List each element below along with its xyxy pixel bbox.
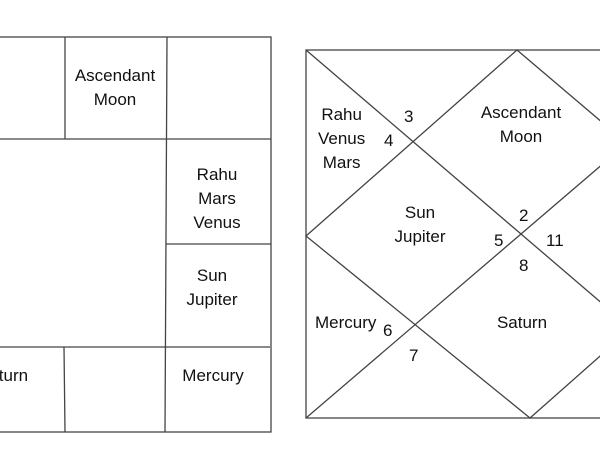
- sign-number: 3: [404, 107, 414, 126]
- right-house-center-left: Sun Jupiter: [394, 201, 445, 249]
- right-house-bottom: Saturn: [497, 311, 547, 335]
- planet-label: Ascendant: [74, 66, 156, 85]
- planet-label: Rahu: [196, 165, 238, 184]
- planet-label: Moon: [93, 90, 137, 109]
- sign-number: 8: [519, 256, 529, 275]
- planet-label: Rahu: [321, 105, 362, 124]
- planet-label: Mercury: [182, 366, 244, 385]
- planet-label: Jupiter: [394, 227, 446, 246]
- right-chart-border: [305, 49, 600, 419]
- left-chart-border: [0, 36, 272, 433]
- left-house-right-middle: Sun Jupiter: [186, 264, 237, 312]
- planet-label: Sun: [196, 266, 228, 285]
- planet-label: Saturn: [496, 313, 548, 332]
- planet-label: Venus: [193, 213, 241, 232]
- left-house-bottom-right: Mercury: [182, 364, 243, 388]
- left-house-top-middle: Ascendant Moon: [75, 64, 155, 112]
- sign-number: 7: [409, 346, 419, 365]
- planet-label: Ascendant: [480, 103, 562, 122]
- planet-label: Mercury: [315, 313, 377, 332]
- planet-label: Jupiter: [186, 290, 238, 309]
- left-house-right-upper: Rahu Mars Venus: [193, 163, 240, 235]
- sign-number: 11: [546, 231, 564, 250]
- planet-label: Mars: [198, 189, 236, 208]
- right-house-lower-left: Mercury: [315, 311, 376, 335]
- sign-number: 6: [383, 321, 393, 340]
- left-house-bottom-left: Saturn: [0, 364, 28, 388]
- planet-label: Mars: [322, 153, 361, 172]
- planet-label: Sun: [404, 203, 436, 222]
- right-house-upper-left: Rahu Venus Mars: [318, 103, 365, 175]
- right-house-top: Ascendant Moon: [481, 101, 561, 149]
- sign-number: 4: [384, 131, 394, 150]
- sign-number: 5: [494, 231, 504, 250]
- planet-label: Venus: [318, 129, 366, 148]
- planet-label: Moon: [499, 127, 543, 146]
- planet-label: Saturn: [0, 366, 29, 385]
- sign-number: 2: [519, 206, 529, 225]
